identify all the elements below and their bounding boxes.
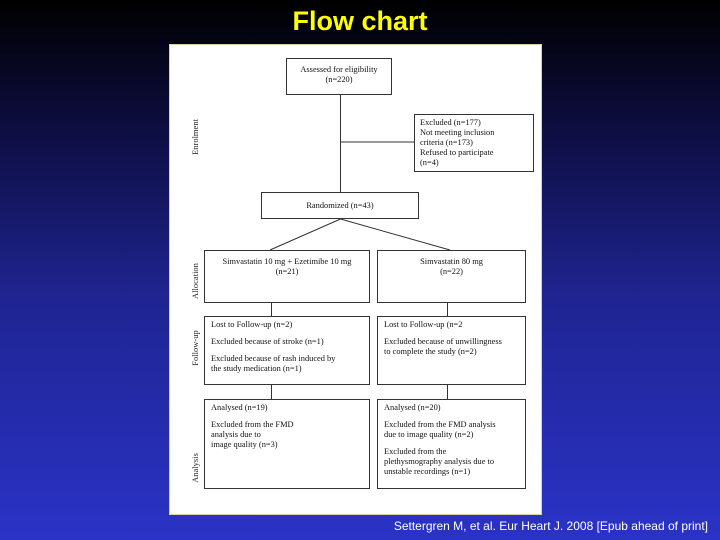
stage-label-follow-up: Follow-up <box>190 330 200 366</box>
allocation-right-box: Simvastatin 80 mg (n=22) <box>377 250 526 303</box>
analysis-right-line-2: Excluded from the FMD analysis <box>384 420 496 429</box>
randomized-label: Randomized (n=43) <box>306 201 374 210</box>
followup-right-line-1: Lost to Follow-up (n=2 <box>384 320 463 329</box>
followup-left-box: Lost to Follow-up (n=2) Excluded because… <box>204 316 370 385</box>
excluded-line-2: Not meeting inclusion <box>420 128 495 137</box>
analysis-right-box: Analysed (n=20) Excluded from the FMD an… <box>377 399 526 489</box>
allocation-left-box: Simvastatin 10 mg + Ezetimibe 10 mg (n=2… <box>204 250 370 303</box>
allocation-left-line-2: (n=21) <box>275 267 299 276</box>
analysis-left-box: Analysed (n=19) Excluded from the FMD an… <box>204 399 370 489</box>
followup-left-line-4: the study medication (n=1) <box>211 364 302 373</box>
assessed-label: Assessed for eligibility <box>300 65 378 74</box>
randomized-box: Randomized (n=43) <box>261 192 419 219</box>
followup-left-line-2: Excluded because of stroke (n=1) <box>211 337 324 346</box>
excluded-line-5: (n=4) <box>420 158 439 167</box>
followup-right-line-3: to complete the study (n=2) <box>384 347 477 356</box>
connector-randomized-right <box>340 218 451 251</box>
allocation-left-line-1: Simvastatin 10 mg + Ezetimibe 10 mg <box>222 257 352 266</box>
analysis-right-line-4: Excluded from the <box>384 447 447 456</box>
analysis-right-line-3: due to image quality (n=2) <box>384 430 474 439</box>
allocation-right-line-1: Simvastatin 80 mg <box>420 257 483 266</box>
assessed-count: (n=220) <box>325 75 353 84</box>
stage-label-allocation: Allocation <box>190 263 200 299</box>
connector-lines <box>269 95 451 399</box>
analysis-left-line-2: Excluded from the FMD <box>211 420 294 429</box>
stage-label-enrolment: Enrolment <box>190 119 200 155</box>
analysis-right-line-6: unstable recordings (n=1) <box>384 467 471 476</box>
excluded-box: Excluded (n=177) Not meeting inclusion c… <box>414 114 534 172</box>
slide-title: Flow chart <box>292 6 428 36</box>
excluded-line-3: criteria (n=173) <box>420 138 473 147</box>
assessed-box: Assessed for eligibility (n=220) <box>286 58 392 95</box>
analysis-right-line-1: Analysed (n=20) <box>384 403 441 412</box>
excluded-line-4: Refused to participate <box>420 148 494 157</box>
excluded-line-1: Excluded (n=177) <box>420 118 481 127</box>
followup-right-line-2: Excluded because of unwillingness <box>384 337 502 346</box>
connector-randomized-left <box>269 218 341 251</box>
analysis-left-line-3: analysis due to <box>211 430 261 439</box>
flowchart-panel: Enrolment Allocation Follow-up Analysis … <box>169 44 542 515</box>
followup-right-box: Lost to Follow-up (n=2 Excluded because … <box>377 316 526 385</box>
citation: Settergren M, et al. Eur Heart J. 2008 [… <box>393 519 708 533</box>
analysis-left-line-4: image quality (n=3) <box>211 440 278 449</box>
stage-label-analysis: Analysis <box>190 453 200 483</box>
analysis-right-line-5: plethysmography analysis due to <box>384 457 495 466</box>
analysis-left-line-1: Analysed (n=19) <box>211 403 268 412</box>
followup-left-line-3: Excluded because of rash induced by <box>211 354 336 363</box>
followup-left-line-1: Lost to Follow-up (n=2) <box>211 320 293 329</box>
allocation-right-line-2: (n=22) <box>440 267 463 276</box>
